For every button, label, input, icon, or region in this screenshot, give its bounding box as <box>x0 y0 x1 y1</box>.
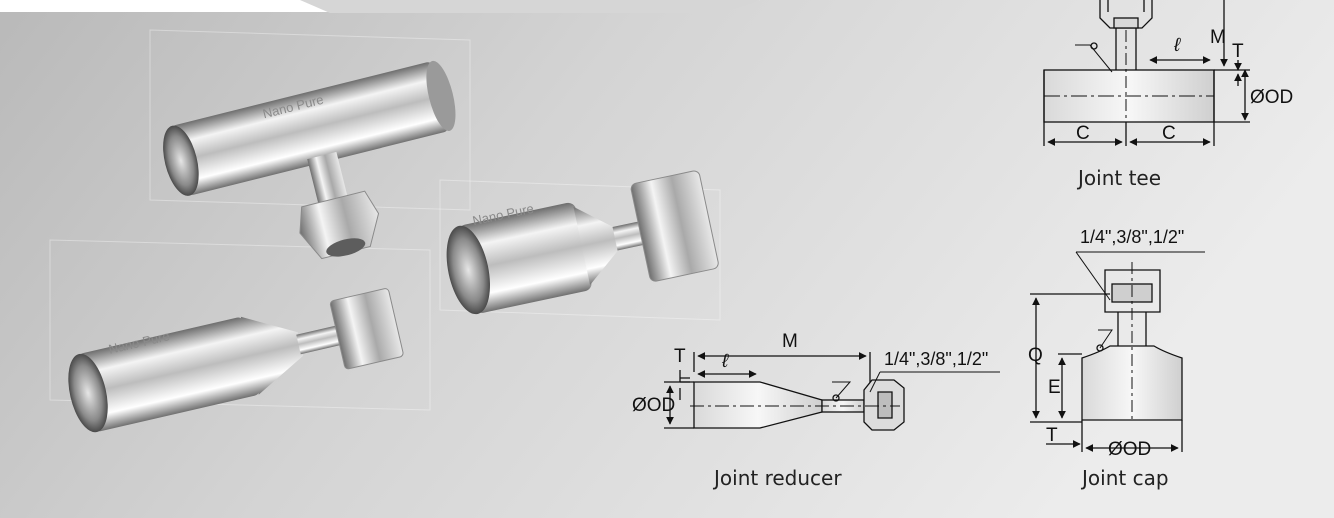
tee-photo <box>163 60 456 260</box>
tee-label-T: T <box>1232 41 1244 62</box>
cap-label-E: E <box>1048 377 1061 398</box>
reducer-drawing <box>664 352 1000 431</box>
reducer-caption: Joint reducer <box>714 466 842 490</box>
tee-label-C-left: C <box>1076 123 1090 144</box>
reducer-photo <box>68 288 404 433</box>
tee-label-OD: ØOD <box>1250 87 1294 108</box>
reducer-label-l: ℓ <box>722 351 729 372</box>
cap-label-Q: Q <box>1028 345 1043 366</box>
tee-caption: Joint tee <box>1078 166 1162 190</box>
cap-label-size: 1/4",3/8",1/2" <box>1080 227 1185 247</box>
cap-label-T: T <box>1046 425 1058 446</box>
cap-caption: Joint cap <box>1082 466 1169 490</box>
cap-label-OD: ØOD <box>1108 439 1152 460</box>
reducer-label-OD: ØOD <box>632 395 676 416</box>
cap-photo <box>446 170 719 315</box>
tee-drawing <box>1043 0 1250 146</box>
reducer-label-size: 1/4",3/8",1/2" <box>884 349 989 369</box>
tee-label-C-right: C <box>1162 123 1176 144</box>
reducer-label-T: T <box>674 346 686 367</box>
tee-label-l: ℓ <box>1174 35 1181 56</box>
cap-drawing <box>1030 251 1205 452</box>
reducer-label-M: M <box>782 331 798 352</box>
tee-label-M: M <box>1210 27 1226 48</box>
